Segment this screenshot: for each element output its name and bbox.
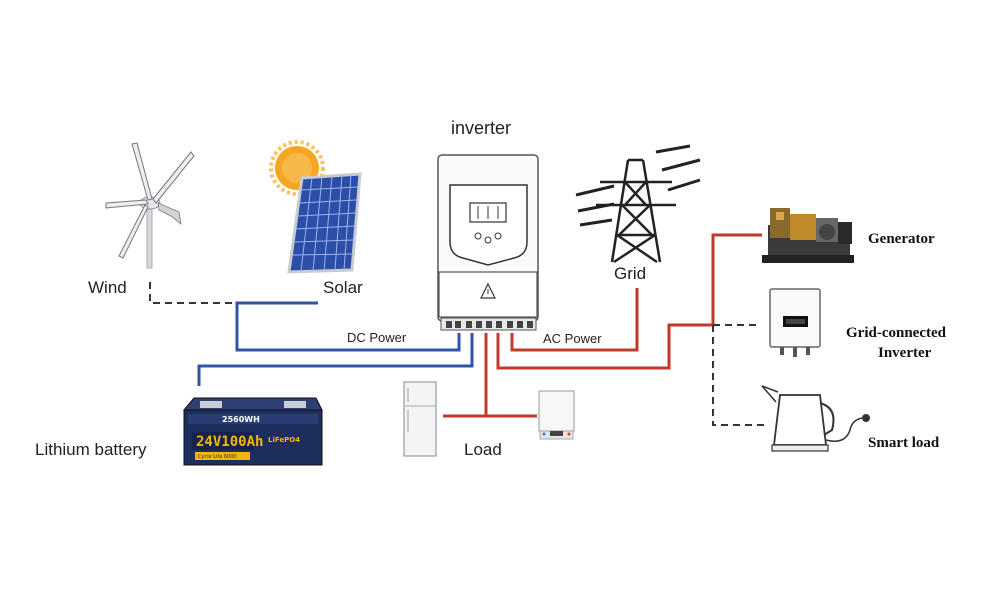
smart-load-label: Smart load bbox=[868, 435, 940, 451]
wind-link-line bbox=[149, 282, 237, 304]
battery-text: 2560WH 24V100Ah LiFePO4 Cycle Life 6000 bbox=[196, 415, 300, 460]
grid-inverter-icon bbox=[769, 288, 821, 357]
refrigerator-icon bbox=[403, 381, 437, 457]
water-heater-icon bbox=[538, 390, 575, 440]
grid-connected-label-line2: Inverter bbox=[878, 345, 932, 361]
battery-chemistry: LiFePO4 bbox=[268, 436, 300, 444]
inverter-label: inverter bbox=[451, 118, 512, 138]
solar-dc-line bbox=[235, 301, 461, 352]
battery-rating: 24V100Ah bbox=[196, 434, 263, 450]
inverter-icon bbox=[437, 154, 539, 331]
generator-label: Generator bbox=[868, 231, 935, 247]
wind-label: Wind bbox=[88, 278, 127, 297]
grid-label: Grid bbox=[614, 264, 647, 283]
dc-power-label: DC Power bbox=[347, 330, 407, 345]
generator-ac-line bbox=[496, 233, 762, 370]
battery-cycle: Cycle Life 6000 bbox=[198, 454, 237, 460]
solar-panel-icon bbox=[287, 172, 362, 274]
load-label: Load bbox=[464, 440, 502, 459]
battery-dc-line bbox=[197, 333, 474, 386]
grid-ac-line bbox=[510, 288, 639, 352]
battery-capacity: 2560WH bbox=[222, 415, 260, 424]
wind-turbine-icon bbox=[105, 142, 195, 269]
load-ac-line bbox=[443, 333, 488, 418]
ac-power-label: AC Power bbox=[543, 331, 602, 346]
battery-icon bbox=[182, 397, 323, 466]
lithium-battery-label: Lithium battery bbox=[35, 440, 147, 459]
kettle-icon bbox=[761, 385, 870, 452]
generator-icon bbox=[762, 208, 854, 263]
transmission-tower-icon bbox=[575, 144, 701, 264]
smart-load-dashed-line bbox=[712, 325, 765, 426]
solar-label: Solar bbox=[323, 278, 363, 297]
grid-connected-label-line1: Grid-connected bbox=[846, 325, 946, 341]
